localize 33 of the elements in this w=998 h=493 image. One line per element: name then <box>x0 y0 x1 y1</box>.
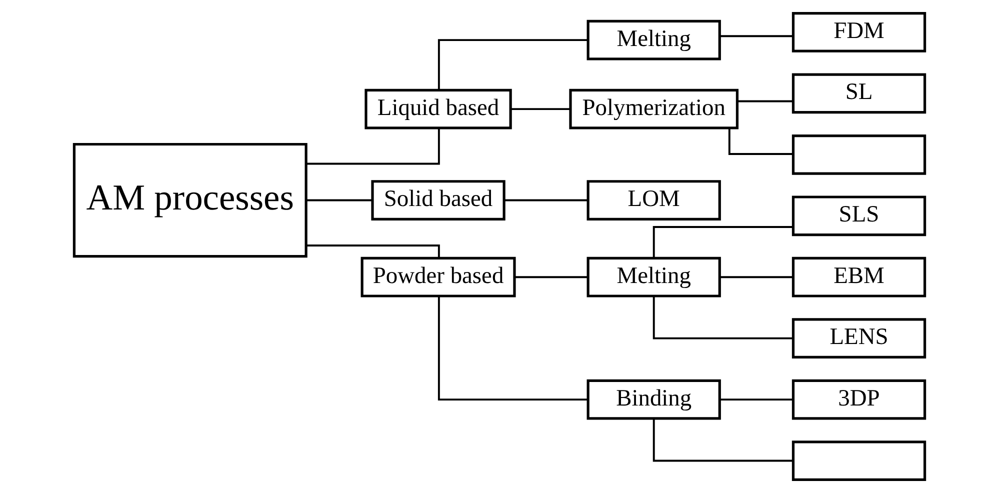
connector <box>719 398 793 401</box>
connector <box>306 244 440 258</box>
connector <box>652 226 792 258</box>
connector <box>736 100 792 102</box>
connector <box>437 39 588 90</box>
connector <box>514 276 588 278</box>
node-box: SL <box>791 73 926 114</box>
connector <box>719 276 793 278</box>
connector <box>728 128 793 155</box>
node-box: FDM <box>791 12 926 52</box>
node-box: Polymerization <box>568 88 738 130</box>
node-box: Melting <box>586 256 720 298</box>
node-box: SLS <box>791 196 926 236</box>
connector <box>510 108 570 110</box>
connector <box>306 199 372 202</box>
node-box: 3DP <box>791 379 926 420</box>
node-box: Liquid based <box>364 88 512 130</box>
connector <box>306 128 440 165</box>
node-box: Solid based <box>370 180 505 220</box>
node-box: AM processes <box>72 142 307 258</box>
node-box <box>791 134 926 175</box>
node-box: LENS <box>791 318 926 359</box>
connector <box>437 296 588 401</box>
node-box: Melting <box>586 20 720 60</box>
connector <box>504 199 588 202</box>
node-box <box>791 440 926 481</box>
connector <box>652 296 792 340</box>
node-box: LOM <box>586 180 720 220</box>
node-box: EBM <box>791 256 926 298</box>
connector <box>719 35 793 38</box>
connector <box>652 418 792 462</box>
node-box: Powder based <box>360 256 516 298</box>
node-box: Binding <box>586 379 720 420</box>
